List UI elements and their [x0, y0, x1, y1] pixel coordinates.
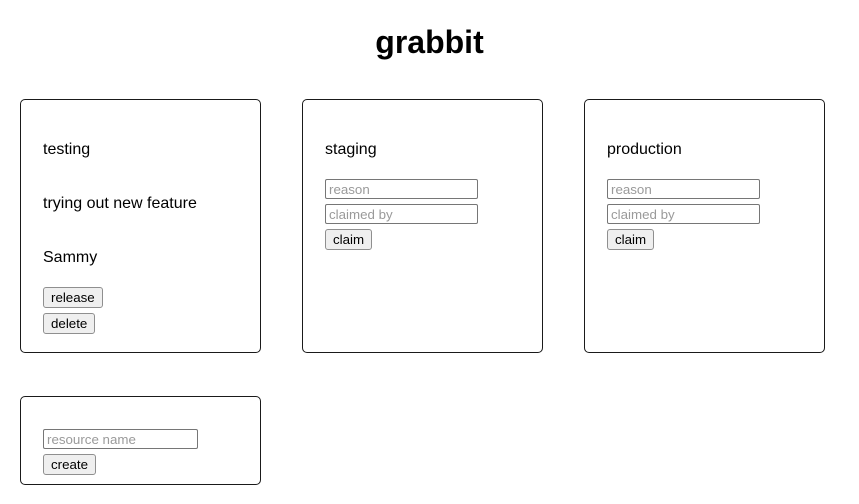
reason-input-staging[interactable] [325, 179, 478, 199]
delete-button[interactable]: delete [43, 313, 96, 334]
resource-card-testing: testing trying out new feature Sammy rel… [20, 99, 261, 353]
resource-name-production: production [607, 141, 682, 158]
resource-card-production: production claim [584, 99, 825, 353]
release-button[interactable]: release [43, 287, 103, 308]
claim-button-production[interactable]: claim [607, 229, 655, 250]
claim-button-staging[interactable]: claim [325, 229, 373, 250]
resource-name-staging: staging [325, 141, 377, 158]
claimed-by-input-staging[interactable] [325, 204, 478, 224]
claimed-by-input-production[interactable] [607, 204, 760, 224]
reason-input-production[interactable] [607, 179, 760, 199]
page-title: grabbit [375, 24, 484, 60]
resource-claimed-by-testing: Sammy [43, 249, 98, 266]
resource-card-staging: staging claim [302, 99, 543, 353]
create-button[interactable]: create [43, 454, 97, 475]
resource-name-testing: testing [43, 141, 91, 158]
resource-reason-testing: trying out new feature [43, 195, 197, 212]
create-resource-card: create [20, 396, 261, 485]
resource-card-list: testing trying out new feature Sammy rel… [20, 99, 825, 353]
resource-name-input[interactable] [43, 429, 198, 449]
